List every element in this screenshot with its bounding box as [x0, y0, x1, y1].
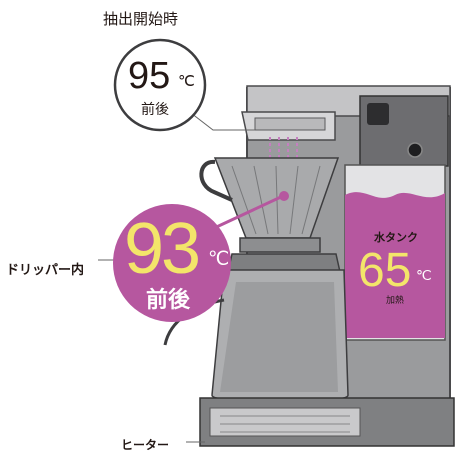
- start-temp-qualifier: 前後: [141, 101, 169, 117]
- extraction-temp-circle: [113, 38, 207, 132]
- start-temp-value: 95: [128, 55, 171, 97]
- dripper-handle: [199, 160, 233, 202]
- power-button-icon: [407, 142, 423, 158]
- water-tank-temp-unit: ℃: [416, 267, 432, 283]
- dripper-pointer-dot: [279, 191, 289, 201]
- water-tank-subtitle: 加熱: [386, 295, 405, 305]
- heater-plate: [209, 407, 361, 437]
- dripper-temp-qualifier: 前後: [146, 287, 191, 312]
- water-tank-fill: [345, 192, 445, 338]
- water-tank-temp-value: 65: [358, 244, 412, 297]
- extraction-start-label: 抽出開始時: [103, 10, 179, 28]
- dripper-temp-unit: ℃: [208, 249, 230, 270]
- dripper-inside-label: ドリッパー内: [6, 263, 85, 278]
- water-tank-title: 水タンク: [374, 232, 418, 244]
- heater-label: ヒーター: [121, 438, 170, 452]
- dripper-temp-circle: [113, 204, 231, 322]
- start-temp-unit: ℃: [178, 73, 195, 90]
- dripper-temp-value: 93: [124, 209, 201, 289]
- dripper-pointer-line: [209, 194, 284, 232]
- dripping-water-icon: [269, 137, 298, 160]
